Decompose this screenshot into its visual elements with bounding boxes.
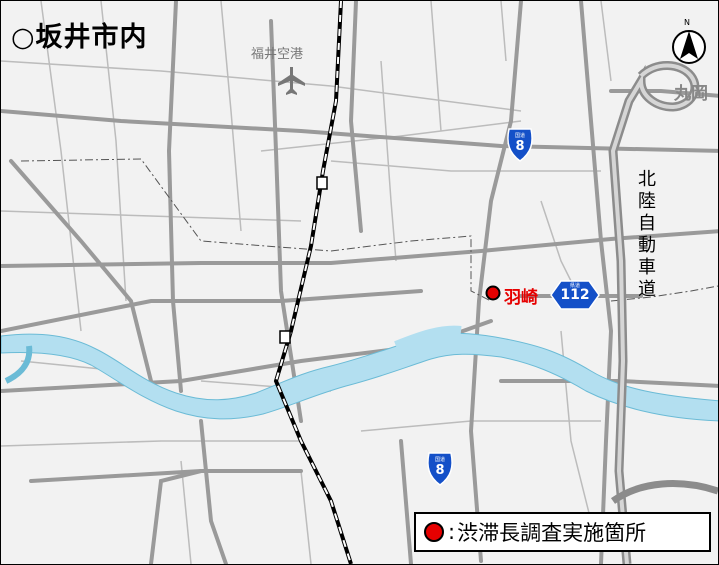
- route-8-shield-north-number: 8: [515, 139, 525, 154]
- maruoka-label: 丸岡: [674, 84, 708, 104]
- map-title: ○坂井市内: [11, 22, 148, 53]
- airport-label: 福井空港: [251, 47, 304, 62]
- route-8-shield-north: [507, 128, 533, 162]
- expressway: [608, 61, 718, 564]
- boundary-lines: [20, 158, 718, 302]
- legend-marker-icon: [424, 522, 444, 542]
- north-arrow-icon: [672, 30, 706, 64]
- route-112-shield: [550, 280, 600, 310]
- station-icon: [279, 330, 291, 344]
- expressway-label: 北陸自動車道: [638, 169, 656, 300]
- legend: : 渋滞長調査実施箇所: [414, 512, 711, 552]
- railway: [273, 1, 353, 564]
- route-8-shield-north-top: 国道: [514, 133, 525, 139]
- station-icon: [316, 176, 328, 190]
- route-112-shield-number: 112: [560, 287, 590, 303]
- airplane-icon: [278, 67, 305, 95]
- survey-site-marker[interactable]: [485, 285, 501, 301]
- route-8-shield-south-number: 8: [435, 463, 445, 478]
- compass-label: N: [684, 18, 690, 27]
- route-112-shield-top: 県道: [569, 283, 580, 289]
- legend-separator: :: [448, 520, 456, 544]
- route-8-shield-south: [427, 452, 453, 486]
- legend-text: 渋滞長調査実施箇所: [457, 521, 647, 545]
- river: [1, 325, 718, 422]
- survey-site-label: 羽崎: [504, 288, 538, 308]
- route-8-shield-south-top: 国道: [434, 457, 445, 463]
